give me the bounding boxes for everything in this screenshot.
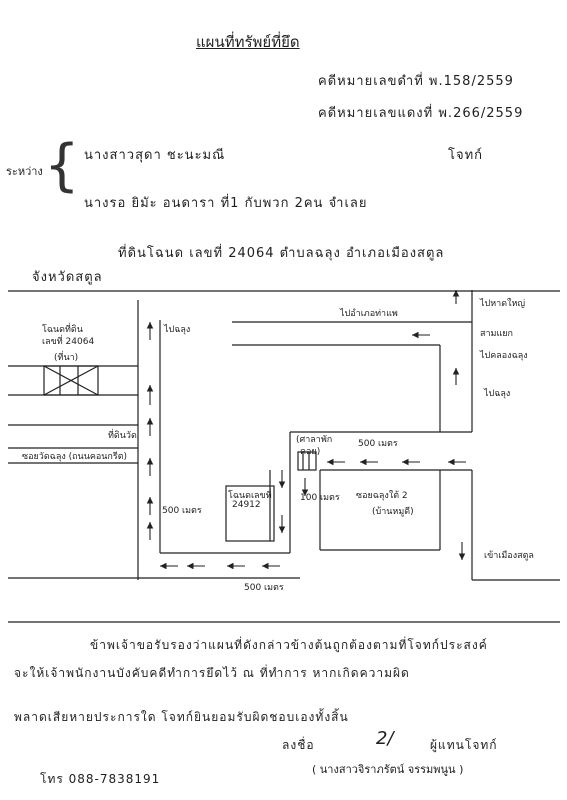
plaintiff-name: นางสาวสุดา ชะนะมณี (84, 148, 226, 163)
to-chalung-right-label: ไปฉลุง (484, 389, 511, 399)
bus-stop-label-2: คอย) (300, 447, 321, 457)
case-black-number: คดีหมายเลขดำที่ พ.158/2559 (318, 74, 514, 89)
statement-line1: ข้าพเจ้าขอรับรองว่าแผนที่ดังกล่าวข้างต้น… (90, 638, 488, 652)
junction-label-2: ไปคลองฉลุง (480, 351, 528, 361)
temple-land-label: ที่ดินวัด (108, 431, 137, 441)
land-description-line1: ที่ดินโฉนด เลขที่ 24064 ตำบลฉลุง อำเภอเม… (118, 246, 445, 261)
land-description-line2: จังหวัดสตูล (32, 270, 103, 285)
defendant-line: นางรอ ยิมัะ อนดารา ที่1 กับพวก 2คน จำเลย (84, 196, 368, 211)
to-city-label: เข้าเมืองสตูล (484, 551, 534, 561)
bracket: { (44, 133, 80, 198)
seized-plot (43, 365, 99, 396)
phone-number: โทร 088-7838191 (40, 772, 161, 786)
signature-mark: 2/ (376, 728, 394, 749)
to-chalung-label: ไปฉลุง (164, 325, 191, 335)
to-hat-yai-label: ไปหาดใหญ่ (480, 299, 526, 309)
distance-500-bottom: 500 เมตร (244, 583, 284, 593)
case-red-number: คดีหมายเลขแดงที่ พ.266/2559 (318, 106, 524, 121)
distance-100: 100 เมตร (300, 493, 340, 503)
sign-role: ผู้แทนโจทก์ (430, 738, 498, 752)
distance-500-left: 500 เมตร (162, 506, 202, 516)
soi-road-label: ซอยวัดฉลุง (ถนนคอนกรีต) (22, 452, 128, 462)
document-title: แผนที่ทรัพย์ที่ยึด (196, 33, 300, 51)
bus-stop-shelter (297, 451, 317, 471)
bus-stop-label-1: (ศาลาพัก (296, 435, 333, 445)
sign-label: ลงชื่อ (282, 738, 315, 752)
soi-chalung-tai-label: ซอยฉลุงใต้ 2 (356, 491, 408, 501)
other-deed-plot (225, 485, 275, 542)
other-deed-label-2: 24912 (232, 500, 261, 510)
plaintiff-role: โจทก์ (448, 148, 484, 163)
seized-deed-label-3: (ที่นา) (54, 353, 79, 363)
statement-line2: จะให้เจ้าพนักงานบังคับคดีทำการยึดไว้ ณ ท… (14, 666, 410, 680)
distance-500-top: 500 เมตร (358, 439, 398, 449)
seized-deed-label-2: เลขที่ 24064 (42, 337, 95, 347)
statement-line3: พลาดเสียหายประการใด โจทก์ยินยอมรับผิดชอบ… (14, 710, 349, 724)
other-deed-label-1: โฉนดเลขที่ (228, 491, 272, 501)
to-tha-pae-label: ไปอำเภอท่าแพ (340, 309, 398, 319)
seized-deed-label-1: โฉนดที่ดิน (42, 325, 83, 335)
signer-name: ( นางสาวจิราภรัตน์ จรรมพนูน ) (312, 763, 464, 776)
junction-label-1: สามแยก (480, 329, 514, 339)
soi-house-label: (บ้านหมูดี) (372, 507, 414, 517)
between-label: ระหว่าง (6, 165, 43, 178)
